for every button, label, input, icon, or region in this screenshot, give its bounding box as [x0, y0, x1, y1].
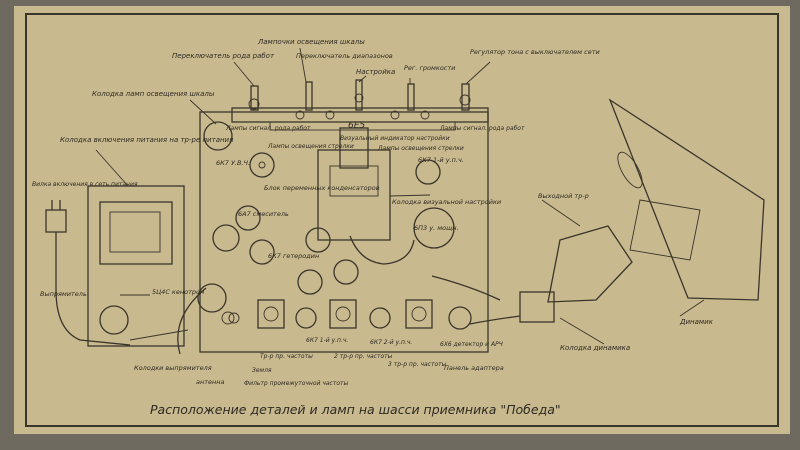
label-speaker-socket: Колодка динамика: [560, 344, 630, 352]
label-ground: Земля: [252, 367, 272, 374]
label-rectifier-sockets: Колодки выпрямителя: [134, 364, 212, 372]
label-arrow-lamps-left: Лампы освещения стрелки: [267, 143, 354, 150]
label-tube-6p3: 6П3 у. мощн.: [414, 224, 459, 232]
scale-lamp-socket-icon: [203, 121, 233, 151]
label-tube-6k7-1: 6К7 1-й у.п.ч.: [306, 337, 348, 344]
label-antenna: антенна: [196, 378, 225, 386]
label-output-transformer: Выходной тр-р: [538, 192, 589, 200]
label-tube-6x6: 6Х6 детектор и АРЧ: [440, 341, 503, 348]
label-adapter-panel: Панель адаптера: [444, 364, 504, 372]
label-tube-6k7-het: 6К7 гетеродин: [268, 252, 319, 260]
label-mode-lamps: Лампы сигнал. рода работ: [439, 125, 525, 132]
label-mains-fork: Вилка включения в сеть питания: [32, 181, 138, 188]
label-scale-lamp-bulbs: Лампочки освещения шкалы: [257, 38, 365, 46]
variable-capacitor-block: [317, 149, 391, 241]
sheet-border: [25, 13, 779, 427]
label-tube-6a7: 6А7 смеситель: [238, 210, 289, 218]
speaker-icon: [608, 98, 765, 301]
label-band-lamps: Лампы сигнал. рода работ: [225, 125, 311, 132]
label-visual-indicator: Визуальный индикатор настройки: [340, 135, 450, 142]
label-tube-6k7-2: 6К7 2-й у.п.ч.: [370, 339, 412, 346]
label-tube-5c4c: 5Ц4С кенотрон: [152, 288, 204, 296]
label-if-transformer-2: 2 тр-р пр. частоты: [334, 353, 393, 360]
power-transformer: [87, 185, 185, 347]
diagram-caption: Расположение деталей и ламп на шасси при…: [150, 402, 561, 417]
mains-plug-icon: [45, 200, 131, 346]
label-variable-caps: Блок переменных конденсаторов: [264, 184, 380, 192]
labels: Переключатель рода работ Лампочки освеще…: [32, 38, 714, 387]
label-tuning: Настройка: [356, 68, 395, 76]
label-tube-6k7-if: 6К7 У.В.Ч.: [216, 159, 250, 167]
label-scale-lamp-socket: Колодка ламп освещения шкалы: [92, 90, 215, 98]
label-volume: Рег. громкости: [404, 64, 455, 72]
tube-5c4c-icon: [197, 283, 227, 313]
label-visual-tuning-socket: Колодка визуальной настройки: [392, 198, 501, 206]
label-arrow-lamps-right: Лампы освещения стрелки: [377, 145, 464, 152]
speaker-assembly: [469, 98, 765, 325]
leader-lines: [95, 47, 705, 345]
label-band-switch: Переключатель рода работ: [172, 52, 275, 60]
label-rectifier: Выпрямитель: [40, 290, 87, 298]
label-speaker: Динамик: [679, 318, 714, 326]
label-if-filter: Фильтр промежуточной частоты: [244, 380, 349, 387]
band-switch-knob-icon: [250, 85, 259, 111]
label-if-transformer-3: 3 тр-р пр. частоты: [388, 361, 447, 368]
indicator-6e5-icon: [339, 127, 369, 169]
label-if-transformer-1: Тр-р пр. частоты: [260, 353, 313, 360]
chassis-components: [177, 121, 501, 355]
tube-6p3-icon: [413, 207, 455, 249]
label-mains-socket: Колодка включения питания на тр-ре питан…: [60, 136, 233, 144]
chassis-outline: [199, 111, 489, 353]
volume-knob-icon: [407, 83, 415, 111]
label-range-switch: Переключатель диапазонов: [296, 52, 393, 60]
label-tone-regulator: Регулятор тона с выключателем сети: [470, 48, 600, 56]
range-switch-knob-icon: [305, 81, 313, 111]
paper-sheet: [14, 6, 790, 434]
label-tube-6e5: 6Е5: [348, 121, 365, 131]
label-tube-6k7-14: 6К7 1-й у.п.ч.: [418, 156, 464, 164]
